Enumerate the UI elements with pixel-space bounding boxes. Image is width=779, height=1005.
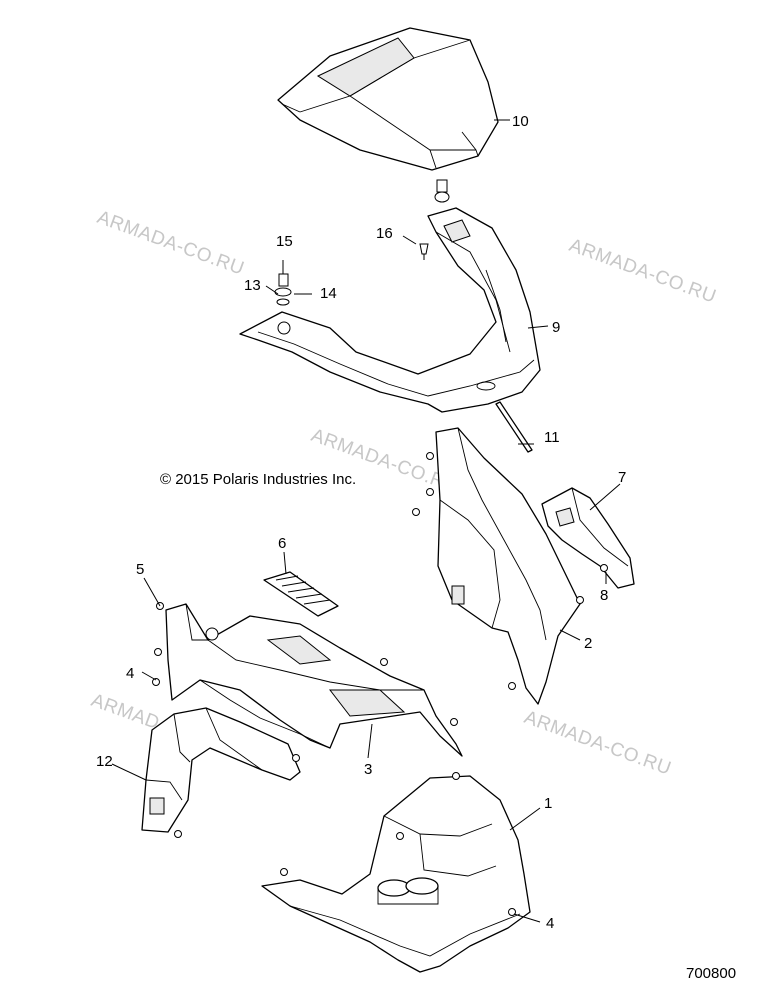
part-8-lower-side-panel <box>141 707 301 838</box>
callout-label: 9 <box>552 319 560 336</box>
part-3-dash-panel <box>152 602 463 757</box>
watermark-1: ARMADA-CO.RU <box>94 207 247 280</box>
part-12-rod <box>495 401 533 453</box>
callout-label: 8 <box>600 587 608 604</box>
leader-lines <box>111 119 621 923</box>
fasteners-upper <box>274 243 429 306</box>
callout-label: 14 <box>320 285 337 302</box>
part-6-vent-grille <box>263 571 339 617</box>
part-11-hood-cover <box>277 27 499 171</box>
callout-labels: 10 9 16 15 13 14 11 7 8 2 6 5 4 3 12 1 4 <box>96 113 626 932</box>
copyright-notice: © 2015 Polaris Industries Inc. <box>160 471 356 488</box>
callout-label: 12 <box>96 753 113 770</box>
part-10-front-panel <box>239 207 541 413</box>
part-1-floor-console <box>261 772 531 973</box>
callout-label: 10 <box>512 113 529 130</box>
callout-label: 2 <box>584 635 592 652</box>
callout-label: 6 <box>278 535 286 552</box>
callout-label: 1 <box>544 795 552 812</box>
part-7-side-bracket <box>541 487 635 589</box>
callout-label: 7 <box>618 469 626 486</box>
callout-label: 11 <box>544 429 560 446</box>
callout-label: 4 <box>126 665 134 682</box>
part-2-side-panel <box>412 427 584 705</box>
watermark-5: ARMADA-CO.RU <box>521 707 674 780</box>
callout-label: 16 <box>376 225 393 242</box>
callout-label: 13 <box>244 277 261 294</box>
figure-number: 700800 <box>686 965 736 982</box>
callout-label: 4 <box>546 915 554 932</box>
callout-label: 3 <box>364 761 372 778</box>
hood-latch <box>434 179 450 203</box>
callout-label: 5 <box>136 561 144 578</box>
watermark-2: ARMADA-CO.RU <box>566 235 719 308</box>
callout-label: 15 <box>276 233 293 250</box>
